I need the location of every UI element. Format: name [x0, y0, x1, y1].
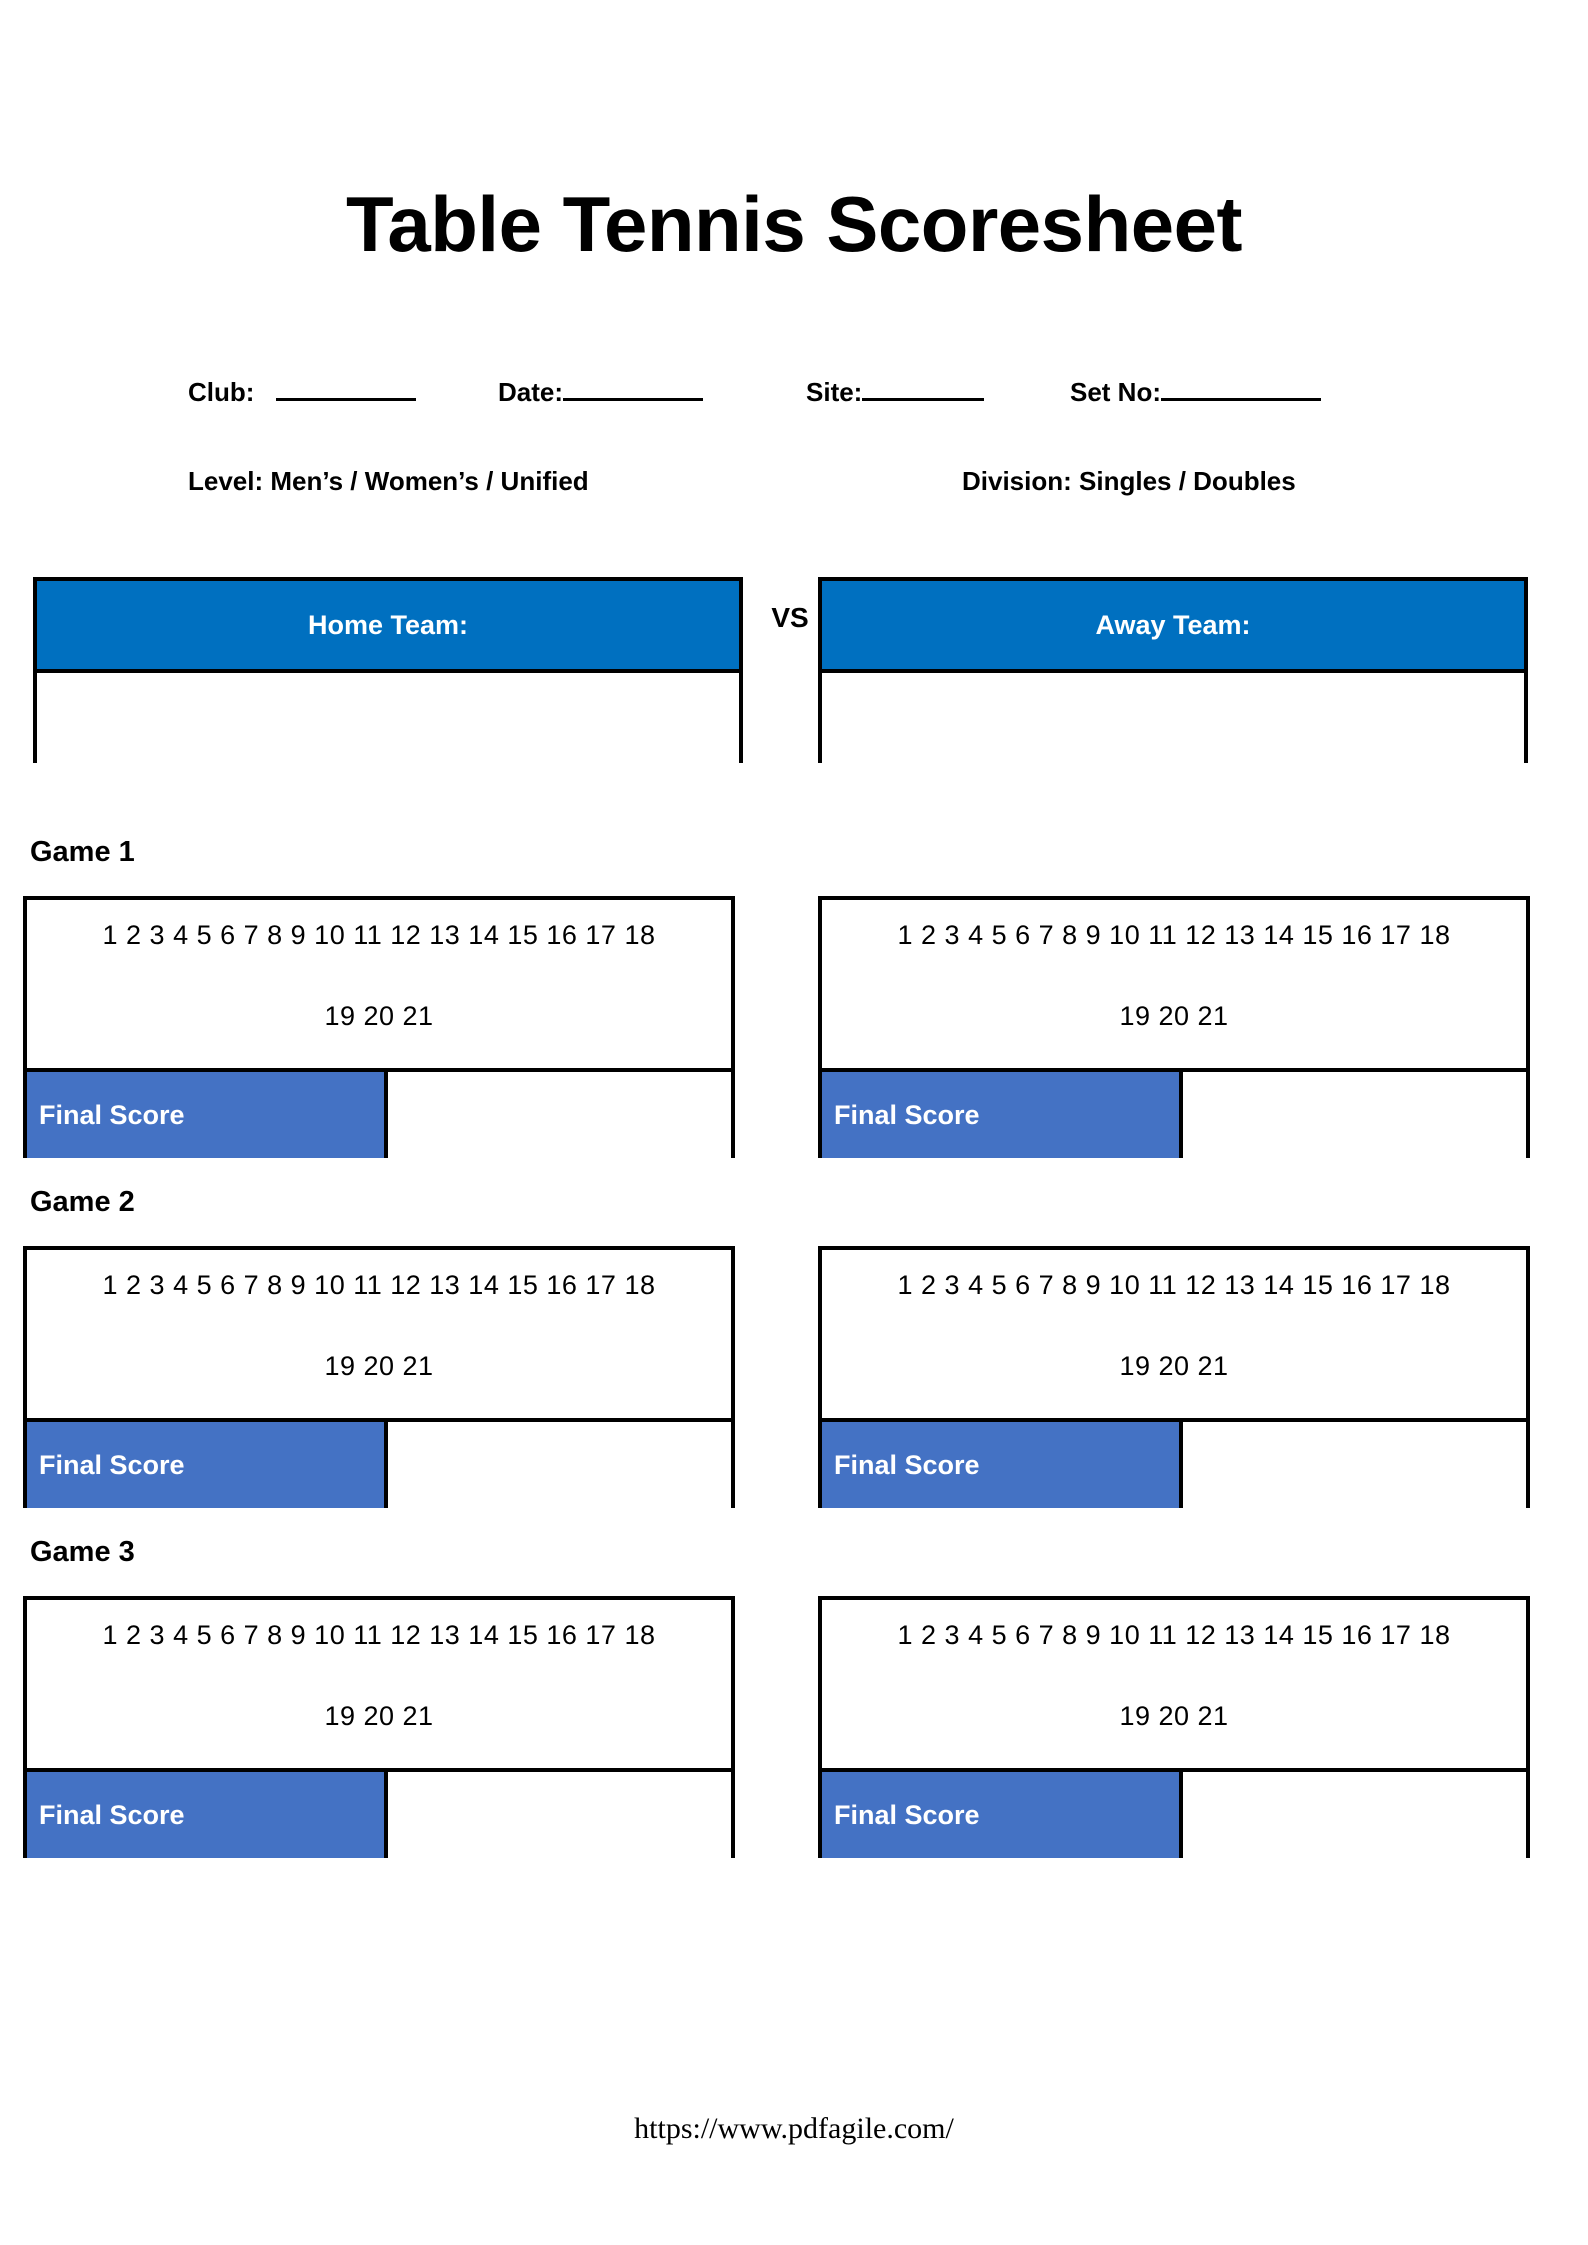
game-1-away-final-score-label: Final Score	[822, 1072, 1184, 1158]
game-3-home-score-box: 1 2 3 4 5 6 7 8 9 10 11 12 13 14 15 16 1…	[23, 1596, 735, 1858]
game-3-home-points-grid[interactable]: 1 2 3 4 5 6 7 8 9 10 11 12 13 14 15 16 1…	[27, 1600, 731, 1772]
game-3-home-final-score-input[interactable]	[388, 1772, 731, 1858]
points-row-1-18: 1 2 3 4 5 6 7 8 9 10 11 12 13 14 15 16 1…	[897, 920, 1451, 950]
away-team-box: Away Team:	[818, 577, 1528, 763]
points-row-19-21: 19 20 21	[324, 1351, 434, 1381]
game-3-away-score-box: 1 2 3 4 5 6 7 8 9 10 11 12 13 14 15 16 1…	[818, 1596, 1530, 1858]
game-3-home-final-row: Final Score	[27, 1772, 731, 1858]
points-row-19-21: 19 20 21	[1119, 1001, 1229, 1031]
game-2-home-points-grid[interactable]: 1 2 3 4 5 6 7 8 9 10 11 12 13 14 15 16 1…	[27, 1250, 731, 1422]
site-label: Site:	[806, 377, 863, 407]
points-row-19-21: 19 20 21	[324, 1701, 434, 1731]
points-row-1-18: 1 2 3 4 5 6 7 8 9 10 11 12 13 14 15 16 1…	[102, 1270, 656, 1300]
game-2-home-final-row: Final Score	[27, 1422, 731, 1508]
points-row-1-18: 1 2 3 4 5 6 7 8 9 10 11 12 13 14 15 16 1…	[102, 920, 656, 950]
points-row-19-21: 19 20 21	[1119, 1351, 1229, 1381]
game-2-away-score-box: 1 2 3 4 5 6 7 8 9 10 11 12 13 14 15 16 1…	[818, 1246, 1530, 1508]
date-input-rule[interactable]	[563, 378, 704, 401]
home-team-name-input[interactable]	[37, 673, 739, 763]
level-field[interactable]: Level: Men’s / Women’s / Unified	[188, 466, 589, 497]
game-1-home-final-row: Final Score	[27, 1072, 731, 1158]
away-team-name-input[interactable]	[822, 673, 1524, 763]
club-label: Club:	[188, 377, 262, 407]
game-2-away-final-row: Final Score	[822, 1422, 1526, 1508]
game-1-away-final-row: Final Score	[822, 1072, 1526, 1158]
home-team-box: Home Team:	[33, 577, 743, 763]
points-row-1-18: 1 2 3 4 5 6 7 8 9 10 11 12 13 14 15 16 1…	[102, 1620, 656, 1650]
meta-row-identification: Club: Date: Site: Set No:	[0, 377, 1588, 417]
game-1-boxes: 1 2 3 4 5 6 7 8 9 10 11 12 13 14 15 16 1…	[0, 896, 1588, 1161]
home-team-header: Home Team:	[37, 581, 739, 673]
game-2-away-final-score-label: Final Score	[822, 1422, 1184, 1508]
game-1-home-final-score-label: Final Score	[27, 1072, 389, 1158]
game-2-away-final-score-input[interactable]	[1183, 1422, 1526, 1508]
division-label: Division: Singles / Doubles	[962, 466, 1296, 496]
level-label: Level: Men’s / Women’s / Unified	[188, 466, 589, 496]
date-field[interactable]: Date:	[498, 377, 704, 408]
footer-url[interactable]: https://www.pdfagile.com/	[634, 2112, 954, 2145]
club-input-rule[interactable]	[275, 378, 416, 401]
game-1-home-final-score-input[interactable]	[388, 1072, 731, 1158]
game-3-away-final-score-input[interactable]	[1183, 1772, 1526, 1858]
points-row-19-21: 19 20 21	[1119, 1701, 1229, 1731]
away-team-label: Away Team:	[1095, 609, 1251, 640]
division-field[interactable]: Division: Singles / Doubles	[962, 466, 1296, 497]
game-3-away-final-score-label: Final Score	[822, 1772, 1184, 1858]
game-2-home-score-box: 1 2 3 4 5 6 7 8 9 10 11 12 13 14 15 16 1…	[23, 1246, 735, 1508]
club-field[interactable]: Club:	[188, 377, 416, 408]
game-2-title: Game 2	[30, 1186, 135, 1218]
game-3-boxes: 1 2 3 4 5 6 7 8 9 10 11 12 13 14 15 16 1…	[0, 1596, 1588, 1861]
game-1-away-final-score-input[interactable]	[1183, 1072, 1526, 1158]
points-row-1-18: 1 2 3 4 5 6 7 8 9 10 11 12 13 14 15 16 1…	[897, 1620, 1451, 1650]
game-3-home-final-score-label: Final Score	[27, 1772, 389, 1858]
set-no-input-rule[interactable]	[1161, 378, 1321, 401]
game-3-away-final-row: Final Score	[822, 1772, 1526, 1858]
date-label: Date:	[498, 377, 564, 407]
game-1-away-score-box: 1 2 3 4 5 6 7 8 9 10 11 12 13 14 15 16 1…	[818, 896, 1530, 1158]
vs-label: VS	[771, 602, 809, 633]
game-2-home-final-score-label: Final Score	[27, 1422, 389, 1508]
game-2-away-points-grid[interactable]: 1 2 3 4 5 6 7 8 9 10 11 12 13 14 15 16 1…	[822, 1250, 1526, 1422]
set-no-field[interactable]: Set No:	[1070, 377, 1321, 408]
site-field[interactable]: Site:	[806, 377, 985, 408]
game-1-home-points-grid[interactable]: 1 2 3 4 5 6 7 8 9 10 11 12 13 14 15 16 1…	[27, 900, 731, 1072]
game-1-away-points-grid[interactable]: 1 2 3 4 5 6 7 8 9 10 11 12 13 14 15 16 1…	[822, 900, 1526, 1072]
game-1-title: Game 1	[30, 836, 135, 868]
game-2-home-final-score-input[interactable]	[388, 1422, 731, 1508]
meta-row-category: Level: Men’s / Women’s / Unified Divisio…	[0, 466, 1588, 506]
team-area: Home Team: VS Away Team:	[0, 560, 1588, 770]
away-team-header: Away Team:	[822, 581, 1524, 673]
game-1-home-score-box: 1 2 3 4 5 6 7 8 9 10 11 12 13 14 15 16 1…	[23, 896, 735, 1158]
set-no-label: Set No:	[1070, 377, 1161, 407]
page-title: Table Tennis Scoresheet	[346, 180, 1242, 268]
points-row-19-21: 19 20 21	[324, 1001, 434, 1031]
points-row-1-18: 1 2 3 4 5 6 7 8 9 10 11 12 13 14 15 16 1…	[897, 1270, 1451, 1300]
home-team-label: Home Team:	[307, 609, 469, 640]
game-2-boxes: 1 2 3 4 5 6 7 8 9 10 11 12 13 14 15 16 1…	[0, 1246, 1588, 1511]
site-input-rule[interactable]	[862, 378, 985, 401]
game-3-title: Game 3	[30, 1536, 135, 1568]
game-3-away-points-grid[interactable]: 1 2 3 4 5 6 7 8 9 10 11 12 13 14 15 16 1…	[822, 1600, 1526, 1772]
